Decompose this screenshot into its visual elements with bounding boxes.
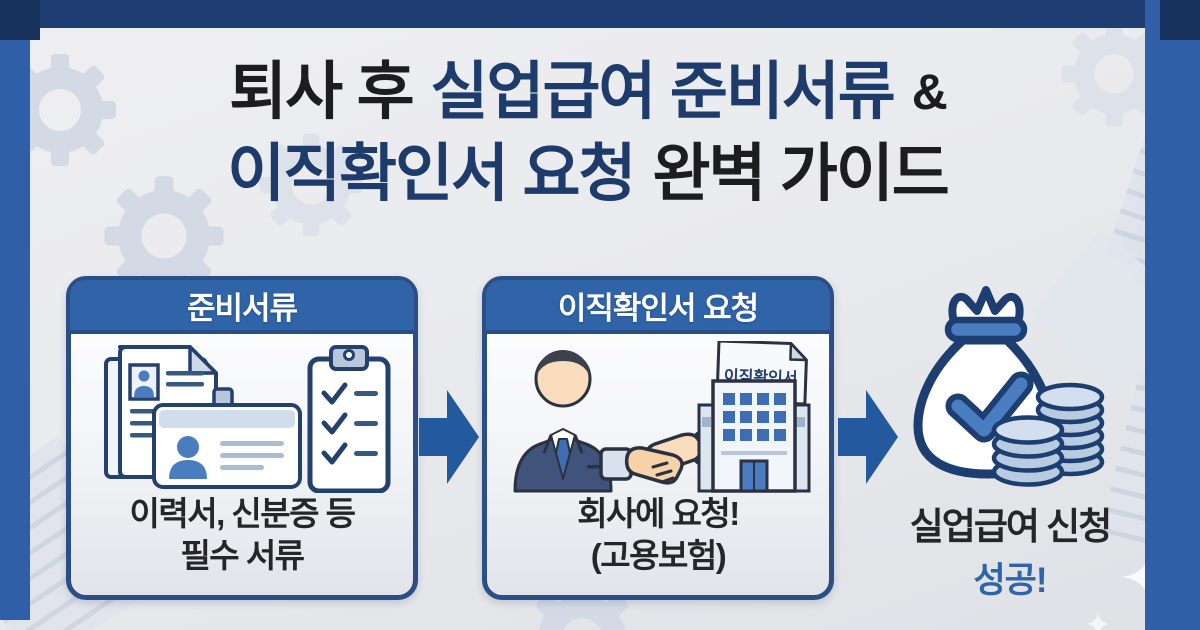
step-card-documents: 준비서류	[66, 276, 418, 600]
arrow-right-icon	[419, 390, 479, 484]
frame-corner-accent	[1160, 0, 1200, 40]
step1-caption: 이력서, 신분증 등 필수 서류	[71, 493, 413, 577]
step-card-request: 이직확인서 요청	[482, 276, 834, 600]
step2-caption-line2: (고용보험)	[590, 536, 727, 574]
step1-caption-line1: 이력서, 신분증 등	[129, 494, 356, 532]
checklist-clipboard-icon	[307, 345, 391, 493]
coin-stacks-icon	[991, 382, 1105, 487]
businessman-icon	[513, 350, 613, 493]
step2-icons: 이직확인서	[487, 341, 829, 493]
title-line-1: 퇴사 후 실업급여 준비서류 &	[45, 52, 1130, 134]
frame-corner-accent	[0, 0, 40, 40]
frame-right-strip	[1145, 0, 1200, 630]
step1-caption-line2: 필수 서류	[180, 536, 305, 574]
frame-top-bar	[0, 0, 1200, 28]
title-line-2: 이직확인서 요청 완벽 가이드	[45, 134, 1130, 216]
title-segment-blue: 이직확인서 요청	[227, 138, 636, 209]
step1-icons	[71, 341, 413, 493]
step2-header: 이직확인서 요청	[486, 280, 830, 334]
step2-caption: 회사에 요청! (고용보험)	[487, 493, 829, 577]
arrow-right-icon	[838, 390, 898, 484]
company-building-icon: 이직확인서	[697, 341, 811, 493]
title-segment-dark: 완벽 가이드	[652, 138, 949, 209]
step2-caption-line1: 회사에 요청!	[577, 494, 740, 532]
step1-header-label: 준비서류	[186, 290, 298, 326]
page-title: 퇴사 후 실업급여 준비서류 & 이직확인서 요청 완벽 가이드	[45, 52, 1130, 216]
step1-header: 준비서류	[70, 280, 414, 334]
success-illustration	[913, 286, 1105, 487]
result-caption: 실업급여 신청 성공!	[895, 496, 1125, 603]
title-ampersand: &	[911, 64, 948, 121]
documents-illustration	[104, 345, 391, 493]
id-card-icon	[152, 387, 302, 489]
result-caption-line2: 성공!	[973, 561, 1047, 600]
result-caption-line1: 실업급여 신청	[909, 506, 1113, 547]
step2-header-label: 이직확인서 요청	[557, 290, 759, 326]
title-segment-dark: 퇴사 후	[229, 57, 414, 127]
frame-left-strip	[0, 0, 30, 620]
result-panel: 실업급여 신청 성공!	[895, 276, 1125, 606]
sparkle-icon	[1086, 612, 1110, 630]
request-illustration: 이직확인서	[513, 341, 811, 493]
title-segment-blue: 실업급여 준비서류	[430, 57, 896, 127]
